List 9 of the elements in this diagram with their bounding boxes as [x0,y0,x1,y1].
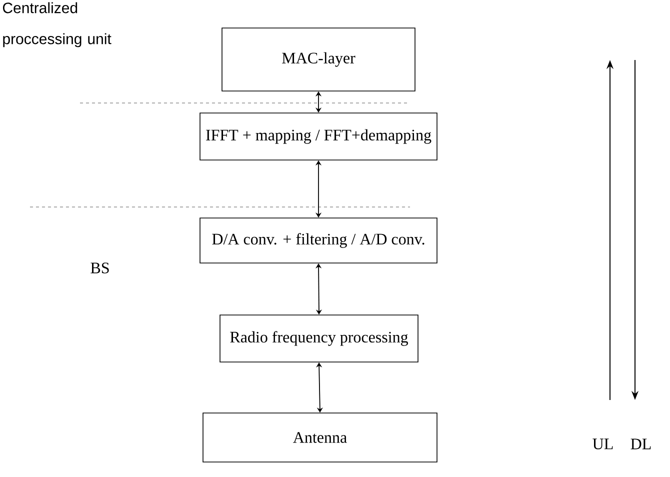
text-label: DL [630,438,651,450]
process-box: Radio frequency processing [220,314,418,362]
process-box: MAC-layer [222,28,416,92]
process-box: IFFT + mapping / FFT+demapping [200,112,438,160]
text-label: BS [90,262,109,274]
process-box: D/A conv. + filtering / A/D conv. [200,218,438,264]
text-label: UL [592,438,613,450]
process-box: Antenna [202,412,438,462]
text-label: Centralized proccessing unit [2,2,112,48]
